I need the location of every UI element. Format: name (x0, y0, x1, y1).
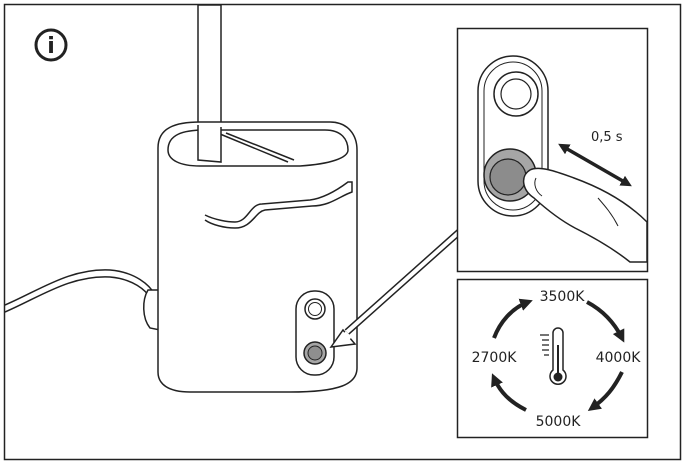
arrow-5000-to-2700 (491, 373, 527, 412)
lamp-base (143, 121, 358, 393)
base-buttons (303, 298, 327, 365)
arrow-2700-to-3500 (492, 298, 533, 339)
zoom-panel: 0,5 s (456, 27, 649, 273)
color-temperature-panel: 3500K 4000K 5000K 2700K (456, 278, 649, 439)
arrow-4000-to-5000 (587, 371, 624, 411)
temp-label-3500k: 3500K (540, 289, 586, 305)
lamp-stem (197, 4, 222, 134)
arrow-3500-to-4000 (586, 300, 625, 343)
thermometer-icon (540, 327, 567, 385)
outer-frame (3, 3, 682, 461)
hold-duration-arrow (558, 143, 632, 187)
info-icon: i (34, 28, 68, 62)
power-cord (4, 269, 156, 313)
cycle-arrows (491, 298, 625, 412)
hold-duration-label: 0,5 s (591, 130, 623, 145)
temp-label-2700k: 2700K (472, 350, 518, 366)
base-power-button (304, 298, 326, 320)
info-icon-glyph: i (47, 34, 55, 59)
temp-label-4000k: 4000K (596, 350, 642, 366)
temp-label-5000k: 5000K (536, 414, 582, 430)
pointer-arrow (329, 222, 470, 348)
